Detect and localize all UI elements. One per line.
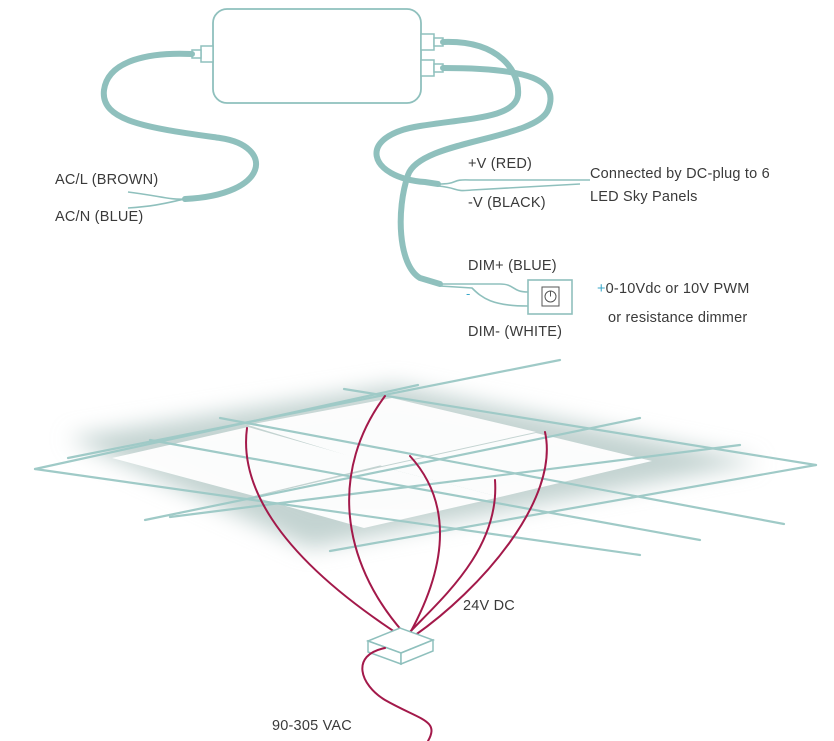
dim-minus-sign: - — [466, 286, 471, 301]
dc-output-cable — [373, 38, 522, 187]
left-connector — [191, 45, 214, 63]
v-minus-label: -V (BLACK) — [468, 195, 546, 211]
ac-voltage-label: 90-305 VAC — [272, 718, 352, 734]
led-driver-box — [212, 8, 422, 104]
ac-n-label: AC/N (BLUE) — [55, 209, 144, 225]
ac-n-wire — [127, 198, 186, 209]
ceiling-grid — [33, 358, 818, 557]
dim-cable — [397, 65, 554, 287]
dim-plus-wire — [440, 283, 529, 293]
ac-l-wire — [127, 191, 186, 200]
dimmer-line-2: or resistance dimmer — [608, 310, 748, 326]
dimmer-line-1: +0-10Vdc or 10V PWM — [597, 281, 750, 297]
v-plus-label: +V (RED) — [468, 156, 533, 172]
dim-plus-label: DIM+ (BLUE) — [468, 258, 557, 274]
dc-voltage-label: 24V DC — [463, 598, 515, 614]
dimmer-line-1-text: 0-10Vdc or 10V PWM — [605, 281, 750, 297]
dim-minus-wire — [439, 285, 529, 307]
ac-supply-wire — [361, 647, 433, 741]
dim-minus-label: DIM- (WHITE) — [468, 324, 563, 340]
v-plus-wire — [437, 179, 590, 185]
mini-driver-icon — [365, 627, 436, 666]
v-minus-wire — [437, 183, 581, 192]
dim-plus-sign: + — [597, 281, 606, 297]
right-connector-top — [420, 33, 444, 51]
ac-input-cable — [100, 50, 260, 202]
right-connector-bottom — [420, 59, 444, 77]
dimmer-switch-icon — [527, 279, 573, 315]
ac-l-label: AC/L (BROWN) — [55, 172, 159, 188]
connected-line-2: LED Sky Panels — [590, 189, 698, 205]
connected-line-1: Connected by DC-plug to 6 — [590, 166, 770, 182]
dc-supply-wires — [245, 395, 548, 637]
